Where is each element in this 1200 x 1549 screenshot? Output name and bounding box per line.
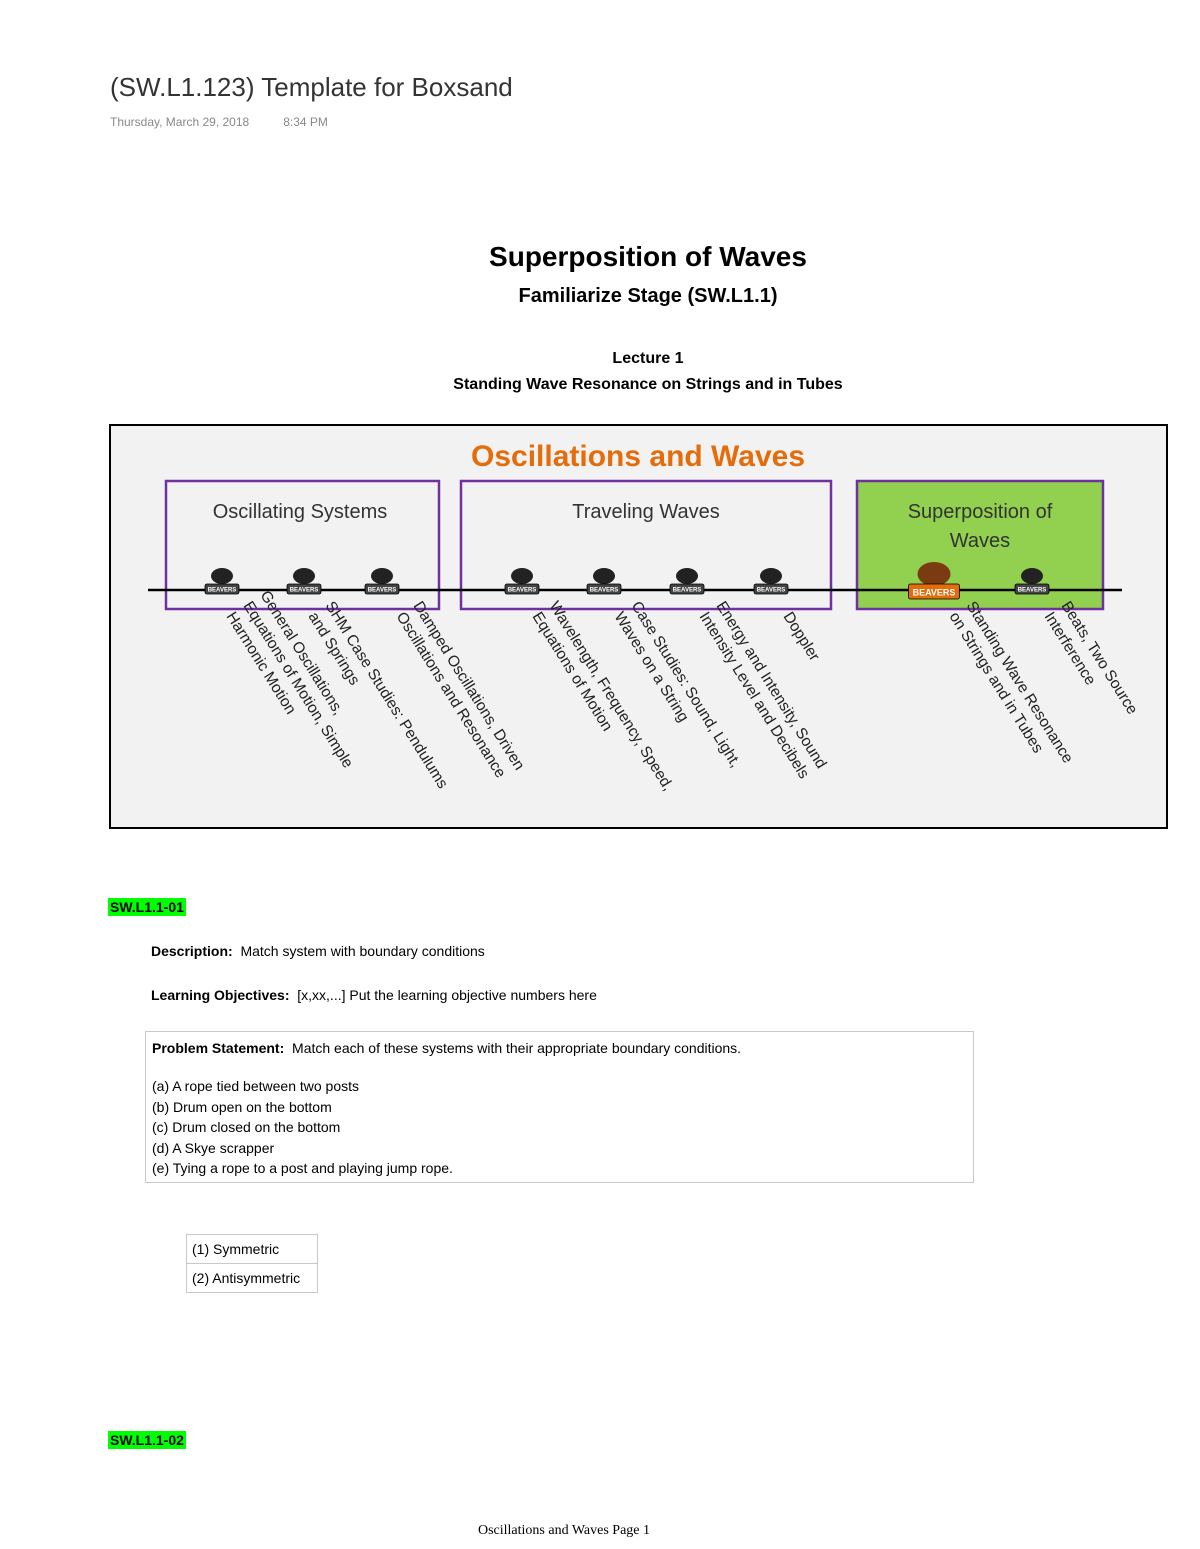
note-time: 8:34 PM: [283, 115, 328, 129]
section-box-traveling-waves: [459, 479, 833, 611]
badge-text: BEAVERS: [1018, 588, 1047, 594]
problem-description: Description: Match system with boundary …: [151, 943, 485, 959]
course-map-figure: Oscillations and Waves Oscillating Syste…: [109, 424, 1168, 829]
problem-tag: SW.L1.1-02: [108, 1431, 186, 1449]
beavers-logo-icon: BEAVERS: [364, 568, 400, 595]
table-row: (2) Antisymmetric: [186, 1263, 318, 1293]
statement-label: Problem Statement:: [152, 1040, 285, 1056]
beavers-logo-icon: BEAVERS: [753, 568, 789, 595]
lecture-title: Standing Wave Resonance on Strings and i…: [453, 376, 843, 393]
section-title-oscillating-systems: Oscillating Systems: [213, 501, 388, 523]
beavers-logo-icon: BEAVERS: [586, 568, 622, 595]
lecture-number: Lecture 1: [612, 350, 684, 367]
beavers-logo-icon: BEAVERS: [1014, 568, 1050, 595]
badge-text: BEAVERS: [913, 587, 956, 597]
topic-label-line: Oscillations and Resonance: [393, 609, 509, 781]
figure-title: Oscillations and Waves: [471, 440, 805, 473]
document-title: Superposition of Waves: [489, 241, 807, 272]
beavers-logo-icon: BEAVERS: [504, 568, 540, 595]
topic-label: Damped Oscillations, DrivenOscillations …: [393, 599, 528, 782]
list-item: (d) A Skye scrapper: [152, 1139, 275, 1156]
list-item: (c) Drum closed on the bottom: [152, 1119, 341, 1135]
document-subtitle: Familiarize Stage (SW.L1.1): [518, 285, 778, 307]
section-box-oscillating-systems: [164, 479, 441, 611]
note-date: Thursday, March 29, 2018: [110, 115, 250, 129]
table-row: (1) Symmetric: [186, 1234, 318, 1264]
badge-text: BEAVERS: [590, 588, 619, 594]
badge-text: BEAVERS: [290, 588, 319, 594]
badge-text: BEAVERS: [508, 588, 537, 594]
learning-objectives: Learning Objectives: [x,xx,...] Put the …: [151, 987, 597, 1003]
beavers-logo-icon-highlighted: BEAVERS: [908, 562, 960, 600]
beavers-logo-icon: BEAVERS: [204, 568, 240, 595]
topic-label: Doppler: [780, 609, 823, 664]
table-cell: (1) Symmetric: [186, 1234, 318, 1264]
statement-text: Match each of these systems with their a…: [292, 1040, 742, 1056]
list-item: (b) Drum open on the bottom: [152, 1098, 332, 1115]
badge-text: BEAVERS: [368, 588, 397, 594]
list-item: (e) Tying a rope to a post and playing j…: [152, 1160, 453, 1176]
badge-text: BEAVERS: [208, 588, 237, 594]
topic-label: Case Studies: Sound, Light,Waves on a St…: [611, 599, 744, 771]
objectives-text: [x,xx,...] Put the learning objective nu…: [297, 987, 597, 1003]
problem-tag: SW.L1.1-01: [108, 898, 186, 916]
section-title-superposition-line2: Waves: [950, 530, 1010, 552]
section-title-traveling-waves: Traveling Waves: [572, 501, 719, 523]
problem-statement: Problem Statement: Match each of these s…: [152, 1040, 967, 1056]
problem-statement-box: Problem Statement: Match each of these s…: [145, 1031, 974, 1183]
list-item: (a) A rope tied between two posts: [152, 1078, 360, 1094]
section-title-superposition-line1: Superposition of: [908, 501, 1053, 523]
note-title: (SW.L1.123) Template for Boxsand: [110, 72, 513, 102]
badge-text: BEAVERS: [757, 588, 786, 594]
badge-text: BEAVERS: [673, 588, 702, 594]
answer-options-table: (1) Symmetric (2) Antisymmetric: [186, 1234, 318, 1293]
beavers-logo-icon: BEAVERS: [669, 568, 705, 595]
page-footer: Oscillations and Waves Page 1: [477, 1523, 651, 1538]
objectives-label: Learning Objectives:: [151, 987, 290, 1003]
table-cell: (2) Antisymmetric: [186, 1263, 318, 1293]
note-timestamp: Thursday, March 29, 2018 8:34 PM: [110, 115, 328, 129]
description-label: Description:: [151, 943, 233, 959]
description-text: Match system with boundary conditions: [240, 943, 485, 959]
section-box-superposition: [855, 479, 1105, 611]
topic-label-line: Doppler: [780, 609, 823, 664]
beavers-logo-icon: BEAVERS: [286, 568, 322, 595]
